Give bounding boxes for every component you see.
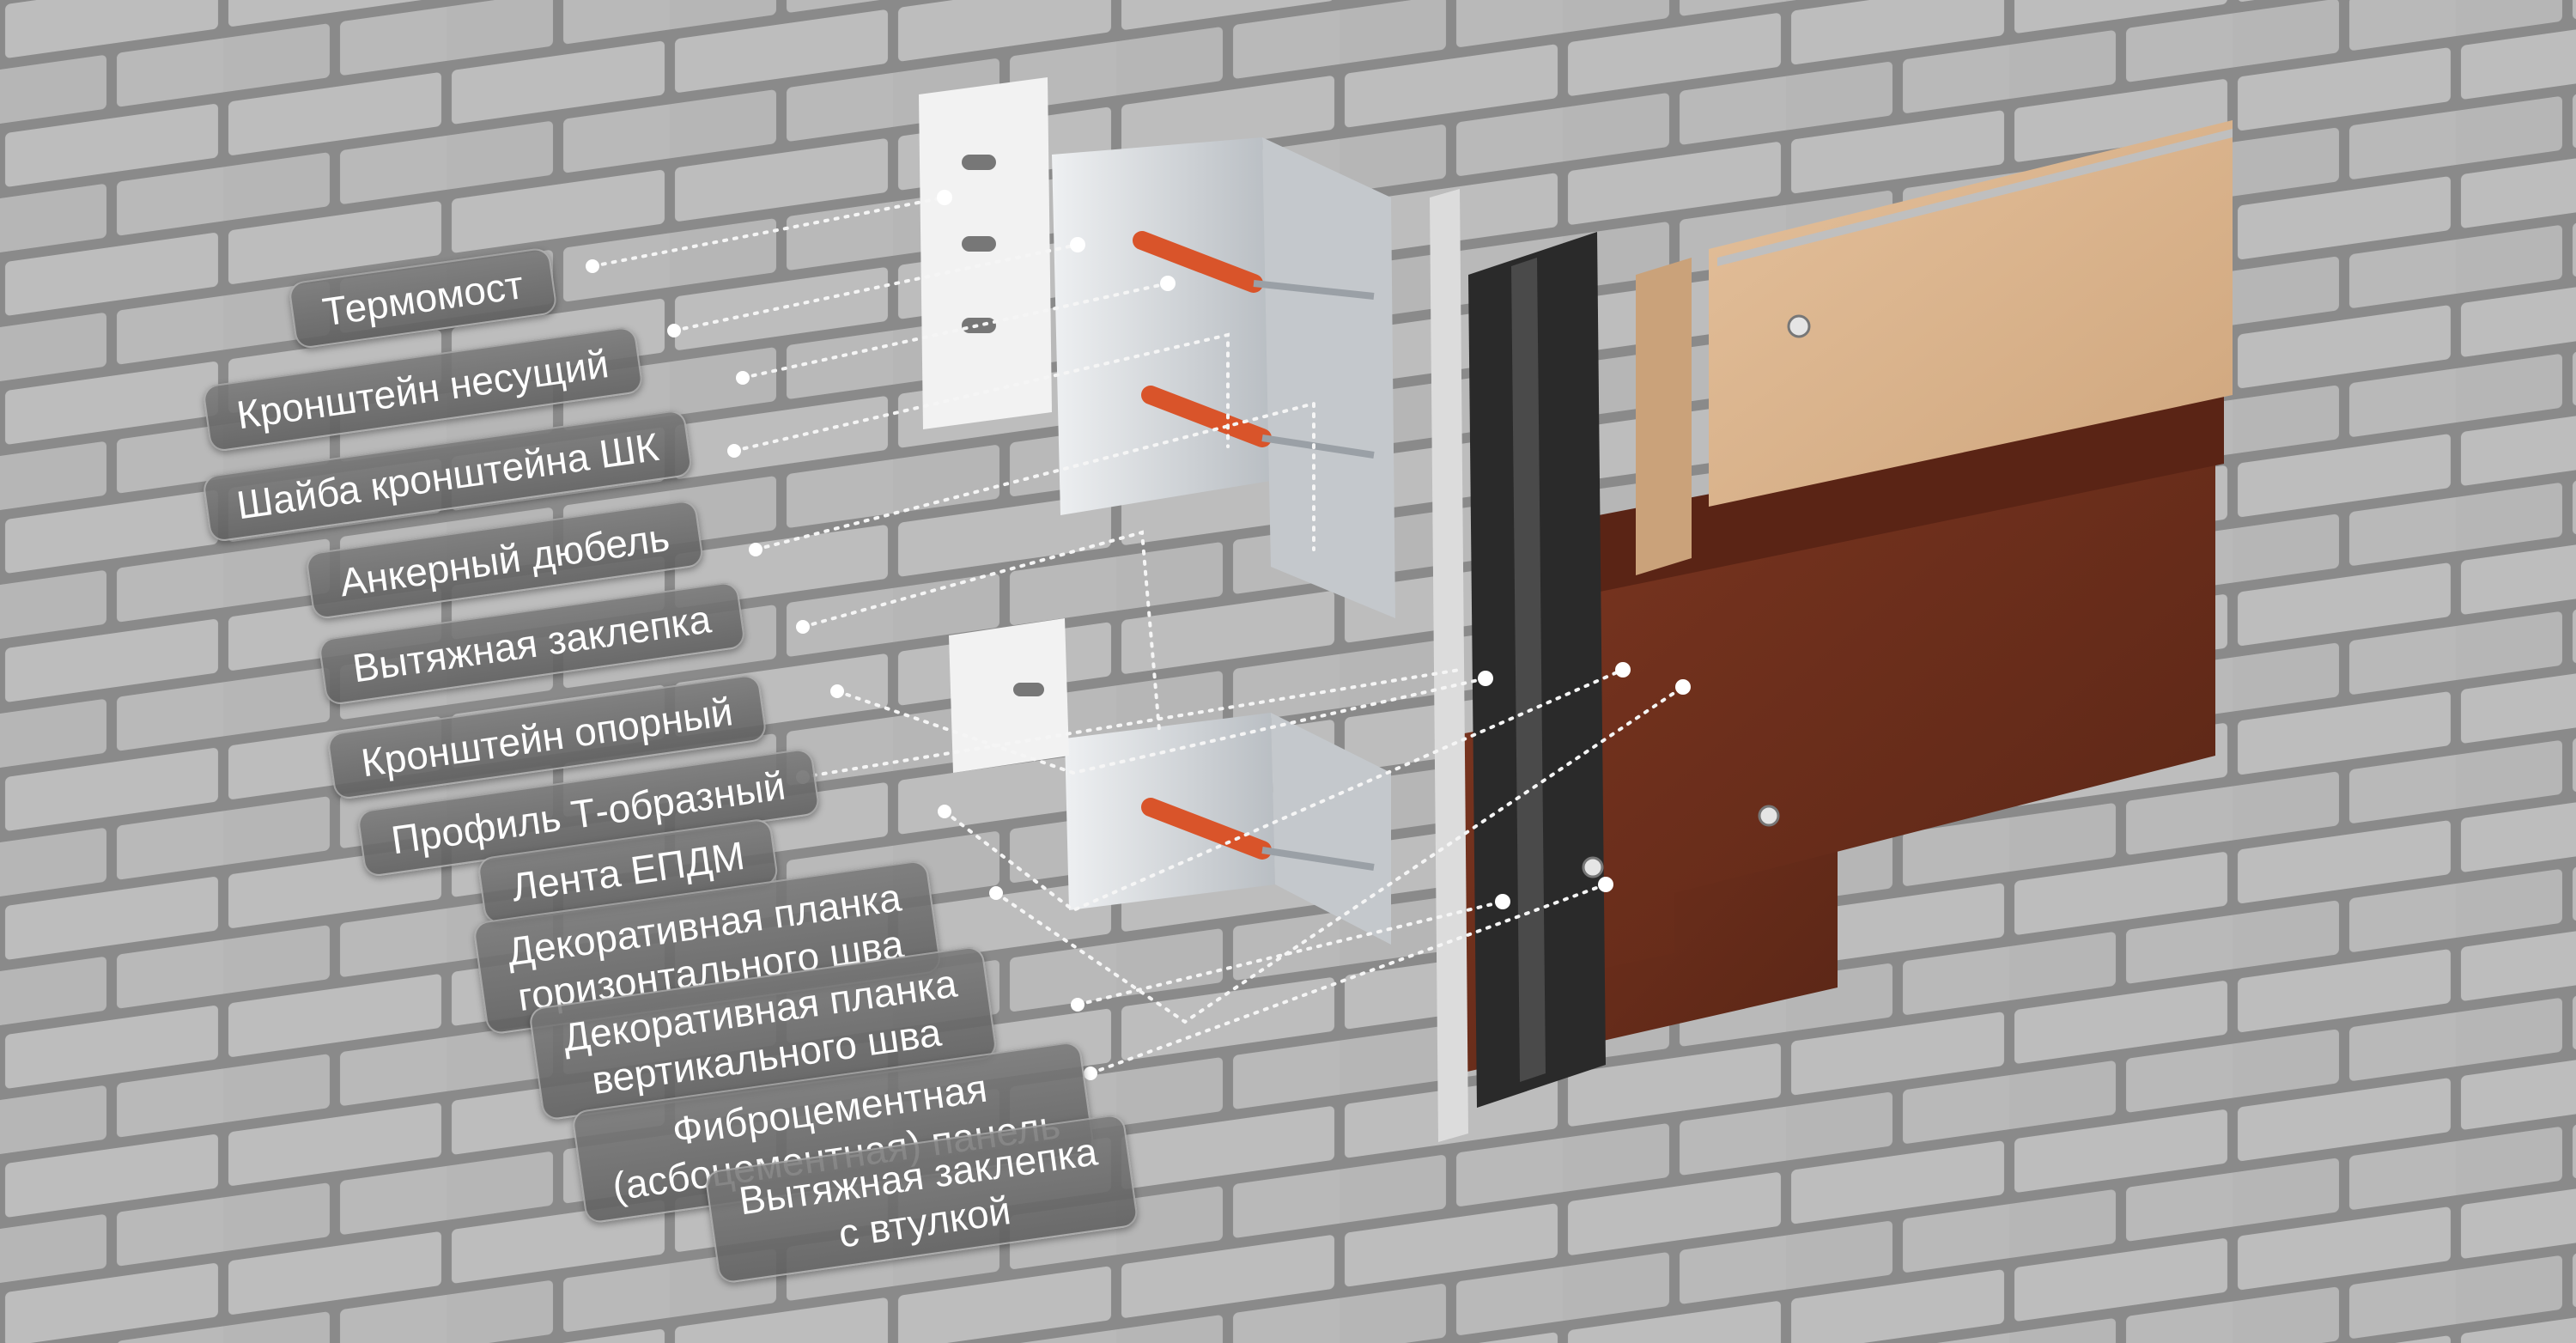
rivet-brown-2 bbox=[1582, 856, 1604, 878]
thermobridge-lower bbox=[949, 618, 1069, 773]
dot-3 bbox=[736, 371, 750, 385]
leader-bracket-support bbox=[801, 530, 1161, 732]
leader-pull-rivet bbox=[754, 401, 1315, 551]
leader-bracket-bearing bbox=[672, 243, 1079, 332]
slot-1 bbox=[962, 155, 996, 170]
leader-t-profile bbox=[835, 677, 1487, 775]
bracket-bearing-upper bbox=[1052, 137, 1271, 515]
dot-10 bbox=[989, 886, 1003, 900]
anchor-dowel-3 bbox=[1141, 798, 1272, 860]
dot-12 bbox=[1084, 1066, 1097, 1080]
dot-4 bbox=[727, 444, 741, 458]
dot-1 bbox=[586, 259, 599, 273]
leader-deco-h bbox=[943, 668, 1625, 913]
bolt-1 bbox=[1253, 280, 1375, 300]
dot-2 bbox=[667, 324, 681, 337]
leader-deco-v bbox=[994, 685, 1685, 1024]
t-profile-highlight bbox=[1511, 258, 1546, 1082]
slot-4 bbox=[1013, 683, 1044, 696]
dot-t3 bbox=[1160, 276, 1176, 291]
dot-t5 bbox=[1615, 662, 1631, 678]
leader-thermobridge bbox=[591, 196, 946, 268]
rivet-beige bbox=[1787, 314, 1811, 338]
dot-t7 bbox=[1495, 894, 1510, 909]
deco-strip-horizontal-shape bbox=[1554, 395, 2224, 601]
bolt-3 bbox=[1261, 847, 1375, 871]
dot-7 bbox=[830, 684, 844, 698]
slot-2 bbox=[962, 236, 996, 252]
deco-strip-vertical-shape bbox=[1636, 258, 1692, 575]
leader-lines bbox=[591, 196, 1685, 1075]
slot-3 bbox=[962, 318, 996, 333]
bracket-bearing-flange bbox=[1262, 137, 1395, 618]
bracket-support-flange bbox=[1271, 713, 1391, 945]
dot-t8 bbox=[1598, 877, 1613, 892]
dot-9 bbox=[938, 805, 951, 818]
leader-rivet-sleeve bbox=[1089, 883, 1607, 1075]
leader-washer bbox=[741, 282, 1170, 380]
leader-epdm bbox=[801, 668, 1461, 779]
epdm-tape-shape bbox=[1430, 189, 1468, 1142]
anchor-dowel-1 bbox=[1133, 231, 1263, 293]
rivet-brown-1 bbox=[1758, 805, 1780, 827]
dot-5 bbox=[749, 543, 762, 556]
dot-t2 bbox=[1070, 237, 1085, 252]
panel-beige bbox=[1709, 120, 2233, 507]
panel-beige-edge bbox=[1717, 129, 2233, 266]
dot-t6 bbox=[1675, 679, 1691, 695]
leader-anchor bbox=[732, 332, 1230, 453]
bolt-2 bbox=[1261, 434, 1375, 459]
anchor-dowel-2 bbox=[1141, 386, 1272, 447]
dot-t1 bbox=[937, 190, 952, 205]
dot-t4 bbox=[1478, 671, 1493, 686]
thermobridge-upper bbox=[919, 77, 1052, 429]
dot-11 bbox=[1071, 998, 1084, 1012]
leader-fiber-cement bbox=[1076, 900, 1504, 1006]
dot-6 bbox=[796, 620, 810, 634]
